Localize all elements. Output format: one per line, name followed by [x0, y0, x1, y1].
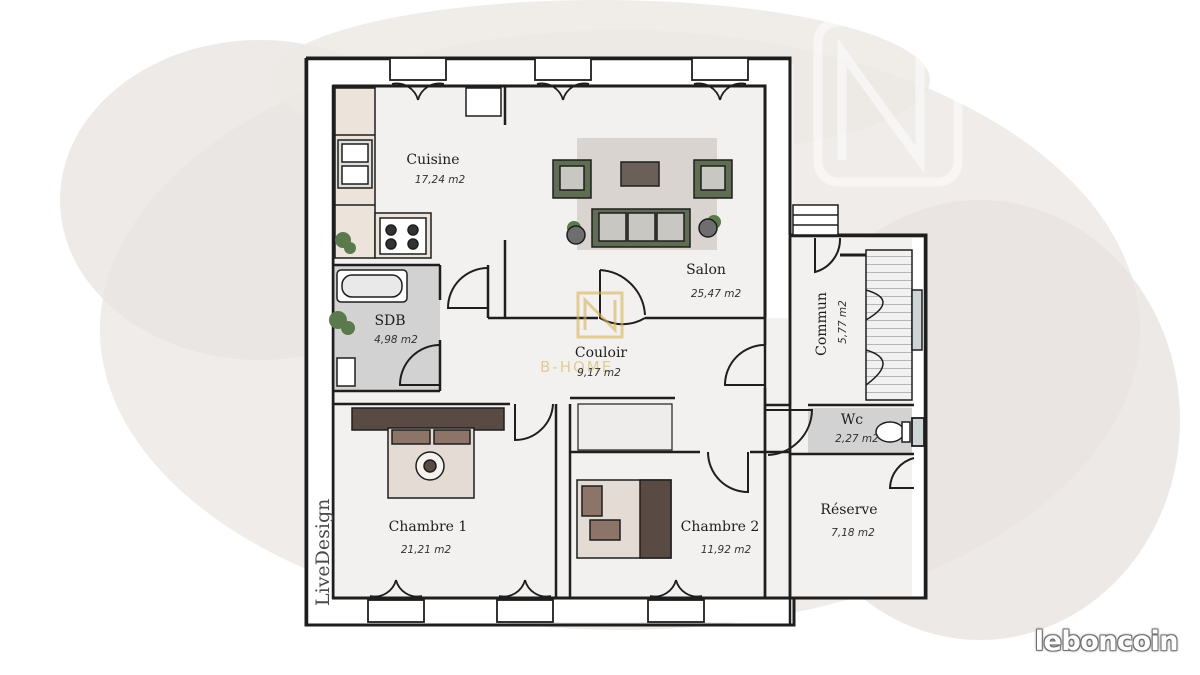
sink-icon	[337, 139, 373, 189]
room-area-cuisine: 17,24 m2	[415, 174, 466, 186]
window-chambre1-b	[496, 579, 554, 623]
sofa-icon	[591, 208, 691, 248]
site-logo: leboncoin	[1034, 626, 1179, 657]
room-labels: Cuisine 17,24 m2 Salon 25,47 m2 SDB 4,98…	[374, 152, 879, 556]
door-sdb	[398, 344, 441, 386]
room-label-wc: Wc	[841, 412, 863, 428]
armchair-right-icon	[693, 159, 733, 199]
room-area-sdb: 4,98 m2	[374, 334, 418, 346]
side-table-icon	[698, 218, 718, 238]
room-label-commun: Commun	[814, 292, 830, 356]
corner-logo-watermark	[813, 17, 963, 187]
room-area-chambre2: 11,92 m2	[701, 544, 752, 556]
door-salon	[599, 269, 646, 326]
window-salon-1	[534, 57, 592, 101]
door-entry	[814, 237, 842, 274]
designer-signature: LiveDesign	[312, 499, 334, 606]
room-area-wc: 2,27 m2	[835, 433, 879, 445]
center-watermark: B-HOME	[540, 291, 624, 376]
room-label-chambre1: Chambre 1	[389, 519, 468, 535]
wall-fills	[308, 60, 924, 623]
doors	[398, 237, 915, 494]
bed-chambre2-icon	[576, 479, 672, 559]
room-area-couloir: 9,17 m2	[577, 367, 621, 379]
door-wc	[765, 409, 814, 456]
window-salon-2	[691, 57, 749, 101]
room-label-chambre2: Chambre 2	[681, 519, 760, 535]
salon-furniture	[552, 159, 733, 248]
door-chambre2	[707, 451, 749, 494]
interior-walls	[333, 86, 914, 600]
washbasin-icon	[336, 357, 356, 387]
room-area-reserve: 7,18 m2	[831, 527, 875, 539]
window-chambre1-a	[367, 579, 425, 623]
door-reserve	[888, 457, 915, 489]
coffee-table-icon	[620, 161, 660, 187]
door-chambre1	[514, 403, 554, 442]
bathroom-fixtures	[336, 269, 408, 387]
armchair-left-icon	[552, 159, 592, 199]
room-label-reserve: Réserve	[820, 502, 877, 518]
room-label-cuisine: Cuisine	[406, 152, 459, 168]
room-label-sdb: SDB	[374, 313, 405, 329]
closet	[577, 403, 673, 451]
room-area-chambre1: 21,21 m2	[401, 544, 452, 556]
entry-steps	[792, 204, 839, 236]
side-table-icon	[566, 225, 586, 245]
window-wc	[911, 417, 925, 447]
window-cuisine	[389, 57, 447, 101]
kitchen-counter	[334, 87, 502, 259]
room-label-salon: Salon	[686, 262, 726, 278]
room-area-salon: 25,47 m2	[691, 288, 742, 300]
watermark-text: B-HOME	[540, 358, 613, 376]
staircase	[865, 249, 923, 401]
door-cuisine	[446, 267, 489, 309]
toilet-icon	[875, 421, 911, 443]
windows	[367, 57, 925, 623]
stove-icon	[379, 217, 427, 255]
room-area-commun: 5,77 m2	[837, 300, 849, 344]
window-chambre2	[647, 579, 705, 623]
door-commun	[723, 344, 766, 386]
bed-chambre1-icon	[351, 407, 505, 499]
fridge-icon	[465, 87, 502, 117]
room-label-couloir: Couloir	[575, 345, 628, 361]
